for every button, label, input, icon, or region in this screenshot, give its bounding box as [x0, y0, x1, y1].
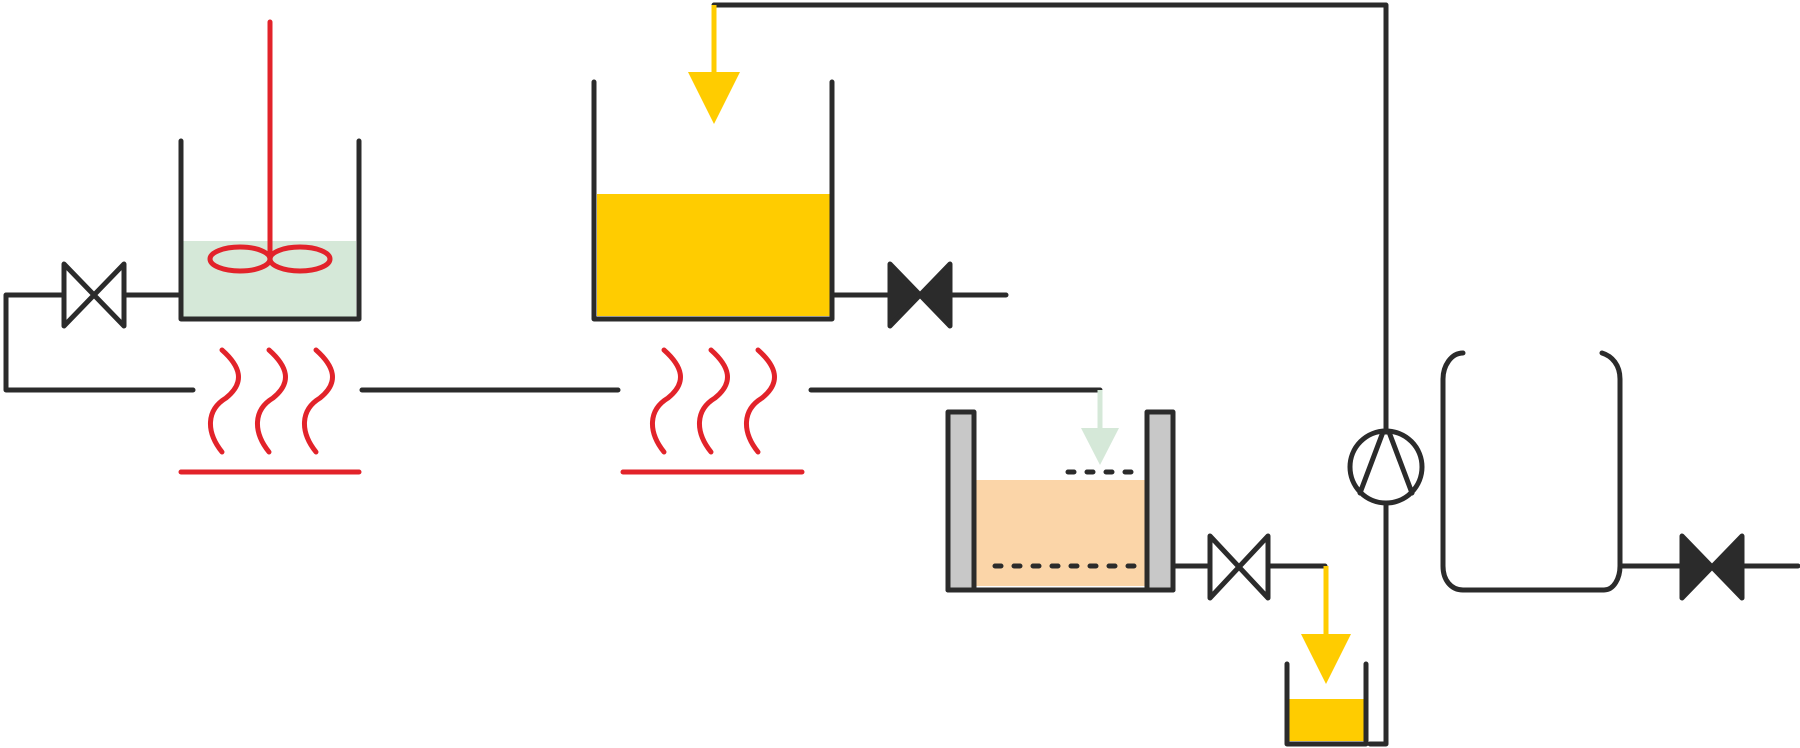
collection-tank	[1284, 661, 1369, 747]
pump[interactable]	[1347, 428, 1425, 506]
trap-vessel	[1440, 350, 1623, 593]
heat-wave-icon	[302, 347, 335, 455]
heat-wave-icon	[208, 347, 241, 455]
stirred-tank-walls	[178, 138, 362, 322]
heater-center	[620, 347, 805, 475]
heat-wave-icon	[697, 347, 730, 455]
stirred-tank	[178, 19, 362, 322]
oil-tank-walls	[591, 79, 835, 322]
pipe-left-loop	[3, 292, 196, 393]
arrow-into-collection	[1301, 566, 1351, 684]
heater-left	[178, 347, 362, 475]
filter-wall-right	[1144, 409, 1176, 593]
valve-closed-icon	[887, 261, 953, 329]
arrow-into-oil-tank	[688, 5, 740, 124]
filter-vessel	[945, 409, 1176, 593]
arrow-into-filter	[1081, 390, 1119, 465]
valve-left[interactable]	[61, 261, 127, 329]
collection-tank-walls	[1284, 661, 1369, 747]
oil-collected	[1289, 699, 1364, 741]
flow-arrows	[688, 5, 1351, 684]
heat-wave-icon	[744, 347, 777, 455]
agitator-blade-right	[267, 244, 333, 274]
arrow-down-icon	[1301, 634, 1351, 684]
filter-wall-left	[945, 409, 977, 593]
oil-tank	[591, 79, 835, 322]
arrow-down-icon	[688, 72, 740, 124]
valve-oil-tank[interactable]	[887, 261, 953, 329]
oil-liquid	[597, 194, 830, 316]
valve-open-icon	[1207, 533, 1271, 601]
valve-filter[interactable]	[1207, 533, 1271, 601]
agitator	[207, 19, 333, 274]
arrow-down-icon	[1081, 428, 1119, 465]
heat-wave-icon	[650, 347, 683, 455]
peach-liquid	[974, 480, 1147, 586]
pipe-network	[3, 2, 1800, 747]
trap-vessel-body	[1440, 350, 1623, 593]
pipe-pump-down	[1367, 500, 1389, 747]
valve-right[interactable]	[1679, 533, 1745, 601]
valve-closed-icon	[1679, 533, 1745, 601]
valve-open-icon	[61, 261, 127, 329]
pump-impeller	[1357, 429, 1415, 496]
heat-wave-icon	[255, 347, 288, 455]
